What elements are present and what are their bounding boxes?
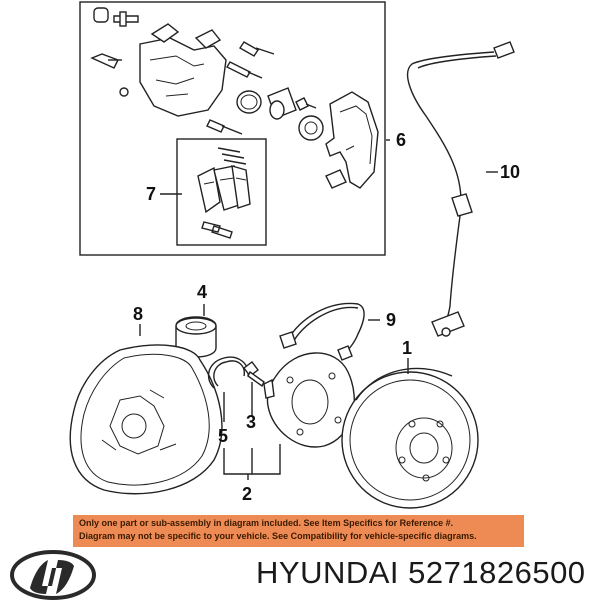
callout-8: 8	[133, 304, 143, 324]
snap-ring	[207, 356, 249, 389]
brand-part-label: HYUNDAI 5271826500	[256, 555, 586, 591]
callout-5: 5	[218, 426, 228, 446]
hub-bolt	[243, 361, 265, 388]
caliper-body	[139, 23, 227, 117]
brand-name: HYUNDAI	[256, 555, 400, 590]
callout-9: 9	[386, 310, 396, 330]
caliper-assembly-frame	[79, 1, 386, 256]
disclaimer-line-2: Diagram may not be specific to your vehi…	[79, 531, 477, 541]
brake-hose	[279, 302, 365, 361]
pad-kit-box	[176, 138, 267, 246]
callout-3: 3	[246, 412, 256, 432]
caliper-bracket	[325, 91, 379, 189]
piston-set	[236, 87, 324, 141]
brake-rotor	[341, 367, 479, 509]
callout-2: 2	[242, 484, 252, 504]
backing-plate	[69, 344, 223, 495]
part-number: 5271826500	[408, 555, 586, 590]
leader-lines	[139, 139, 498, 480]
callout-10: 10	[500, 162, 520, 182]
callout-7: 7	[146, 184, 156, 204]
callout-1: 1	[402, 338, 412, 358]
hub-bearing	[175, 316, 217, 358]
hyundai-logo-icon	[10, 550, 96, 600]
callout-6: 6	[396, 130, 406, 150]
abs-sensor-harness	[407, 41, 515, 337]
brake-pads	[197, 147, 251, 239]
hub-flange	[263, 352, 355, 448]
callout-4: 4	[197, 282, 207, 302]
disclaimer-line-1: Only one part or sub-assembly in diagram…	[79, 518, 454, 528]
disclaimer-banner: Only one part or sub-assembly in diagram…	[73, 515, 524, 547]
